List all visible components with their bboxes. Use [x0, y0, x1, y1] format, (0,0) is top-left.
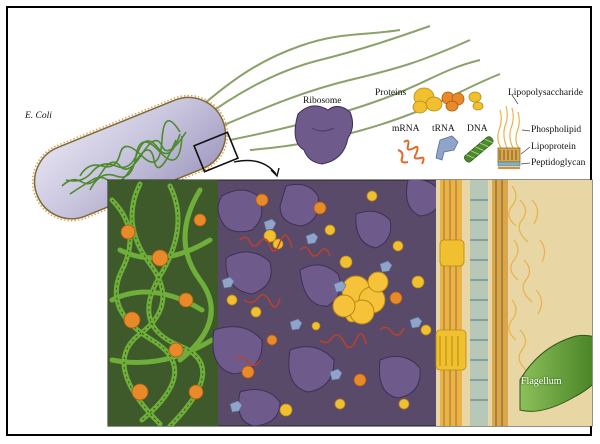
proteins-label: Proteins — [375, 89, 406, 99]
peptidoglycan-layer — [470, 180, 488, 426]
organism-label: E. Coli — [25, 112, 52, 122]
outer-membrane — [492, 180, 508, 426]
phospholipid-label: Phospholipid — [531, 126, 581, 136]
mrna-label: mRNA — [392, 125, 419, 135]
peptidoglycan-label: Peptidoglycan — [531, 159, 585, 169]
ribosome-label: Ribosome — [303, 97, 342, 107]
ribosome-icon — [295, 106, 352, 164]
dna-label: DNA — [467, 125, 488, 135]
lipopolysaccharide-label: Lipopolysaccharide — [508, 89, 583, 99]
mrna-icon — [398, 141, 424, 164]
proteins-icon — [413, 88, 483, 113]
lipoprotein-label: Lipoprotein — [531, 143, 576, 153]
zoom-arrow — [234, 161, 279, 177]
membrane-icon — [498, 106, 520, 168]
flagellum-label: Flagellum — [521, 377, 562, 387]
inner-membrane — [436, 180, 466, 426]
cytoplasm-detail-panel — [108, 179, 600, 426]
trna-label: tRNA — [432, 125, 455, 135]
trna-icon — [436, 136, 458, 160]
dna-icon — [463, 135, 494, 163]
